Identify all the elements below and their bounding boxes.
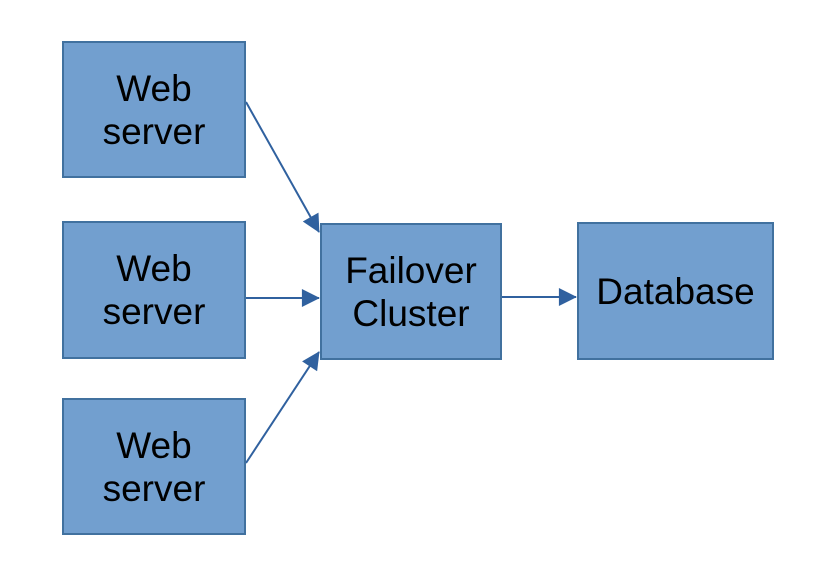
node-failover-cluster-label: Failover Cluster xyxy=(345,249,477,334)
node-web-server-1: Web server xyxy=(62,41,246,178)
edge-web-server-3-to-failover-cluster xyxy=(245,351,320,464)
node-web-server-1-label: Web server xyxy=(102,67,206,152)
node-web-server-3: Web server xyxy=(62,398,246,535)
node-web-server-2: Web server xyxy=(62,221,246,359)
node-web-server-3-label: Web server xyxy=(102,424,206,509)
node-database: Database xyxy=(577,222,774,360)
node-database-label: Database xyxy=(596,270,755,312)
node-web-server-2-label: Web server xyxy=(102,248,206,332)
node-failover-cluster: Failover Cluster xyxy=(320,223,502,360)
edge-web-server-1-to-failover-cluster xyxy=(245,101,320,233)
